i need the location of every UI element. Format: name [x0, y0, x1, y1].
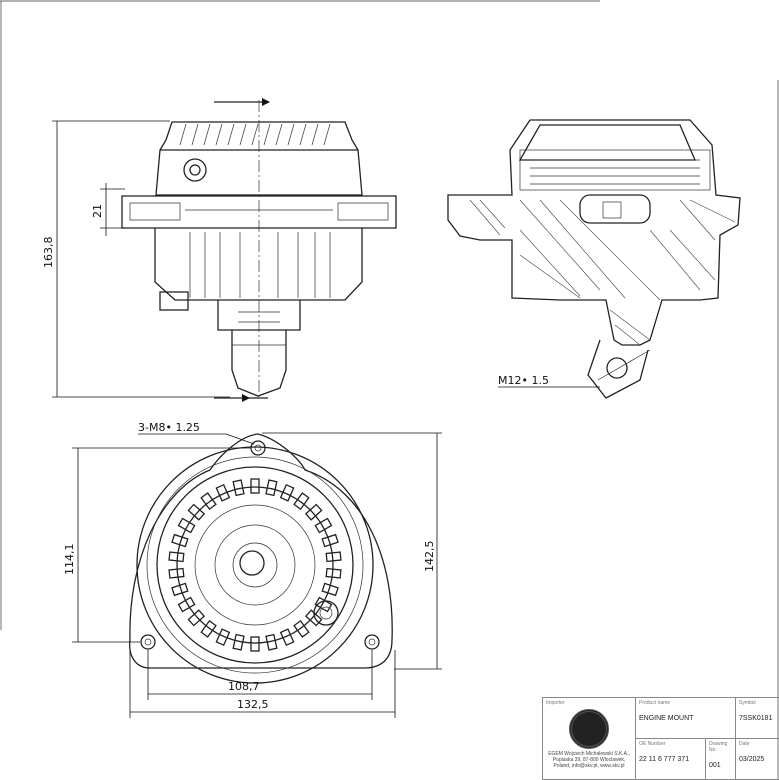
radial-slot [321, 582, 339, 597]
dim-108-7: 108,7 [228, 680, 260, 693]
radial-slot [321, 533, 339, 548]
dim-base-height: 142,5 [262, 432, 442, 670]
dim-132-5: 132,5 [237, 698, 269, 711]
dim-base-width: 132,5 [129, 650, 396, 718]
radial-slot [293, 492, 310, 511]
radial-slot [279, 483, 295, 502]
radial-slot [215, 483, 231, 502]
radial-slot [250, 478, 260, 494]
product-name-label: Product name [639, 700, 671, 706]
dim-hole-spacing-horizontal: 108,7 [147, 650, 373, 700]
radial-slot [187, 503, 206, 521]
dim-114-1: 114,1 [63, 544, 76, 576]
product-name-cell: Product name ENGINE MOUNT [635, 698, 735, 738]
dim-21: 21 [91, 204, 104, 218]
thread-m8-label: 3-M8• 1.25 [138, 421, 200, 434]
drawing-no-cell: Drawing No 001 [705, 738, 735, 779]
front-view [121, 98, 397, 402]
radial-slot [187, 609, 206, 627]
dim-163-8: 163,8 [42, 237, 55, 269]
radial-slot [325, 567, 342, 579]
radial-slot [177, 517, 196, 534]
drawing-no: 001 [709, 762, 721, 769]
dim-flange-thickness: 21 [91, 183, 125, 236]
date-label: Date [739, 741, 750, 747]
radial-slot [171, 533, 189, 548]
section-arrow-top [262, 98, 270, 106]
dim-hole-spacing-vertical: 114,1 [63, 447, 250, 643]
radial-slots [168, 478, 342, 652]
dim-142-5: 142,5 [423, 541, 436, 573]
company-logo [569, 709, 609, 749]
product-name: ENGINE MOUNT [639, 715, 694, 722]
oe-number: 22 11 6 777 371 [639, 756, 690, 763]
radial-slot [293, 619, 310, 638]
oe-number-label: OE Number [639, 741, 666, 747]
radial-slot [325, 551, 342, 563]
dim-thread-holes: 3-M8• 1.25 [138, 421, 255, 445]
radial-slot [171, 582, 189, 597]
radial-slot [304, 503, 323, 521]
symbol-label: Symbol [739, 700, 756, 706]
oe-number-cell: OE Number 22 11 6 777 371 [635, 738, 705, 779]
top-view [129, 433, 393, 684]
radial-slot [215, 628, 231, 647]
radial-slot [200, 492, 217, 511]
radial-slot [232, 479, 245, 497]
radial-slot [250, 636, 260, 652]
drawing-no-label: Drawing No [709, 741, 728, 753]
radial-slot [314, 517, 333, 534]
symbol-cell: Symbol 7SSK0181 [735, 698, 779, 738]
radial-slot [168, 551, 185, 563]
section-view: M12• 1.5 [447, 119, 741, 399]
radial-slot [265, 633, 278, 651]
date-cell: Date 03/2025 [735, 738, 779, 779]
date: 03/2025 [739, 756, 765, 763]
section-arrow-bottom [242, 394, 250, 402]
radial-slot [232, 633, 245, 651]
radial-slot [265, 479, 278, 497]
radial-slot [177, 596, 196, 613]
dim-height-total: 163,8 [42, 120, 230, 398]
thread-m12-label: M12• 1.5 [498, 374, 549, 387]
importer-address: EGEM Wojciech Michalewski S.K.A., Poplas… [548, 751, 630, 769]
radial-slot [279, 628, 295, 647]
importer-cell: Importer EGEM Wojciech Michalewski S.K.A… [543, 698, 635, 779]
radial-slot [168, 567, 185, 579]
radial-slot [200, 619, 217, 638]
importer-label: Importer [546, 700, 565, 706]
title-block: Importer EGEM Wojciech Michalewski S.K.A… [542, 697, 779, 780]
symbol: 7SSK0181 [739, 715, 773, 722]
